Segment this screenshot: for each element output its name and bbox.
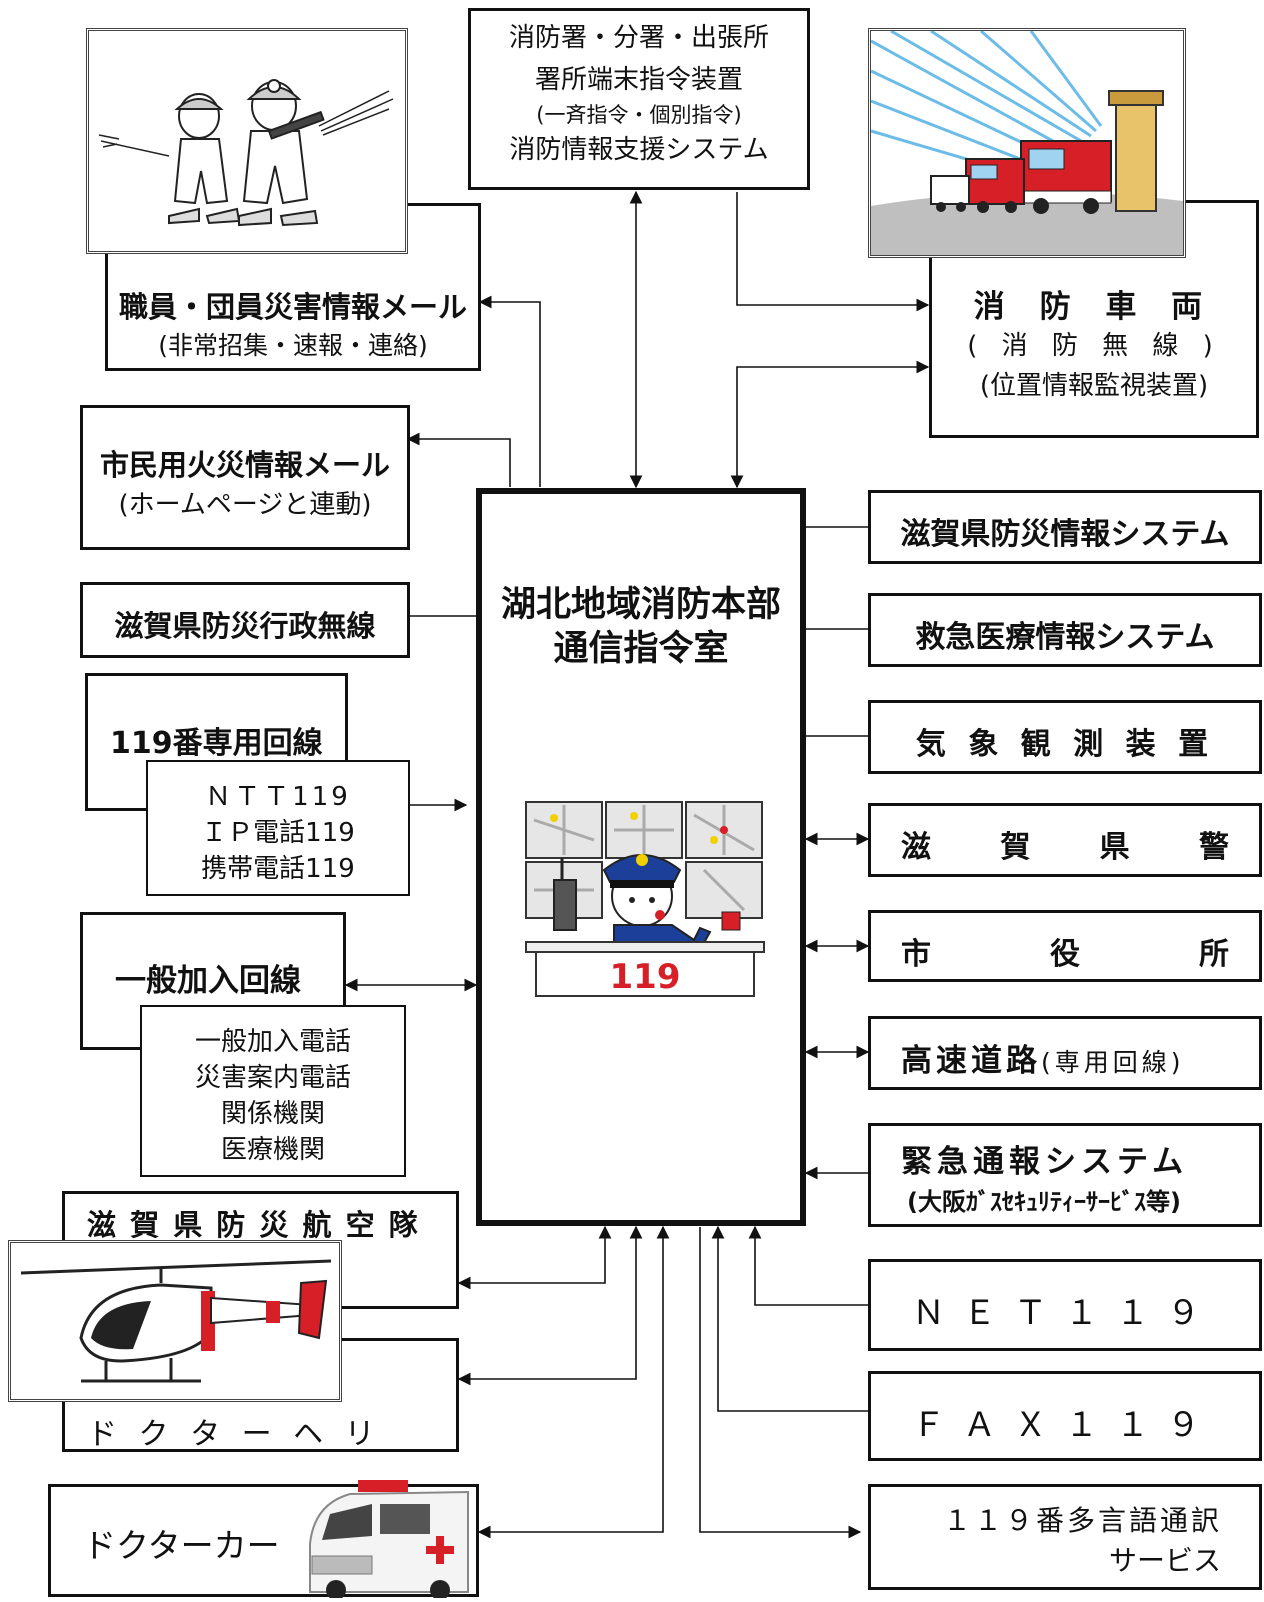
- helicopter-illustration: [8, 1240, 342, 1402]
- dispatcher-icon: 119: [525, 801, 765, 997]
- city-office-char-2: 役: [1050, 937, 1080, 972]
- center-title-line1: 湖北地域消防本部: [500, 585, 781, 625]
- police-char-1: 滋: [901, 830, 931, 865]
- vehicles-sub2: (位置情報監視装置): [979, 371, 1209, 401]
- expressway-sub: (専用回線): [1041, 1048, 1185, 1077]
- ambulance-icon: [309, 1480, 469, 1600]
- weather-observation-box: 気 象 観 測 装 置: [868, 700, 1262, 774]
- staff-mail-title: 職員・団員災害情報メール: [118, 290, 467, 324]
- link-doctor-heli: [457, 1225, 643, 1386]
- link-staff-mail: [478, 295, 541, 487]
- line-119-items-box: ＮＴＴ119 ＩＰ電話119 携帯電話119: [146, 760, 410, 896]
- link-doctor-car: [477, 1225, 670, 1539]
- console-119-label: 119: [610, 957, 681, 997]
- city-office-label: 市 役 所: [901, 929, 1229, 973]
- center-title-line2: 通信指令室: [553, 629, 729, 669]
- admin-radio-box: 滋賀県防災行政無線: [80, 582, 410, 658]
- firefighters-icon: [98, 79, 394, 227]
- police-char-2: 賀: [1000, 830, 1031, 865]
- expressway-box: 高速道路(専用回線): [868, 1016, 1262, 1090]
- fax119-box: ＦＡＸ１１９: [868, 1371, 1262, 1461]
- disaster-info-system-box: 滋賀県防災情報システム: [868, 490, 1262, 564]
- general-line-item-4: 医療機関: [220, 1135, 325, 1165]
- ambulance-illustration: [300, 1474, 472, 1600]
- multilang-line2: サービス: [1108, 1544, 1221, 1577]
- doctor-heli-title: ド ク タ ー ヘ リ: [87, 1417, 381, 1452]
- line-119-item-ip: ＩＰ電話119: [201, 818, 355, 848]
- general-line-items-box: 一般加入電話 災害案内電話 関係機関 医療機関: [140, 1005, 406, 1177]
- city-office-box: 市 役 所: [868, 910, 1262, 982]
- police-label: 滋 賀 県 警: [901, 822, 1229, 866]
- police-char-3: 県: [1099, 830, 1130, 865]
- city-office-char-3: 所: [1199, 937, 1229, 972]
- doctor-car-title: ドクターカー: [83, 1526, 280, 1565]
- admin-radio-title: 滋賀県防災行政無線: [114, 609, 376, 643]
- emergency-report-system-box: 緊急通報システム (大阪ｶﾞｽｾｷｭﾘﾃｨｰｻｰﾋﾞｽ等): [868, 1123, 1262, 1227]
- line-119-item-mobile: 携帯電話119: [201, 854, 355, 884]
- citizen-mail-sub: (ホームページと連動): [118, 490, 372, 520]
- multilang-service-box: １１９番多言語通訳 サービス: [868, 1484, 1262, 1590]
- top-box-line3: (一斉指令・個別指令): [536, 103, 742, 127]
- emergency-report-sub: (大阪ｶﾞｽｾｷｭﾘﾃｨｰｻｰﾋﾞｽ等): [907, 1188, 1181, 1216]
- expressway-main: 高速道路: [901, 1043, 1041, 1079]
- link-fax119: [711, 1225, 868, 1412]
- fire-trucks-icon: [871, 31, 1183, 255]
- citizen-mail-box: 市民用火災情報メール (ホームページと連動): [80, 405, 410, 550]
- link-citizen-mail: [406, 432, 511, 487]
- general-line-item-1: 一般加入電話: [194, 1027, 351, 1057]
- emergency-medical-system-box: 救急医療情報システム: [868, 593, 1262, 667]
- general-line-item-2: 災害案内電話: [194, 1063, 351, 1093]
- fire-station-dispatch-box: 消防署・分署・出張所 署所端末指令装置 (一斉指令・個別指令) 消防情報支援シス…: [468, 8, 810, 190]
- disaster-info-label: 滋賀県防災情報システム: [900, 517, 1230, 552]
- general-line-title: 一般加入回線: [115, 963, 301, 999]
- multilang-line1: １１９番多言語通訳: [943, 1504, 1223, 1537]
- vehicles-sub1: ( 消 防 無 線 ): [967, 331, 1221, 361]
- weather-label: 気 象 観 測 装 置: [915, 727, 1215, 762]
- dispatcher-illustration: 119: [524, 800, 766, 1000]
- line-119-item-ntt: ＮＴＴ119: [205, 782, 351, 812]
- emergency-medical-label: 救急医療情報システム: [915, 620, 1215, 655]
- link-multilang: [699, 1227, 862, 1539]
- air-corps-title: 滋 賀 県 防 災 航 空 隊: [87, 1208, 420, 1242]
- citizen-mail-title: 市民用火災情報メール: [99, 448, 390, 482]
- net119-label: ＮＥＴ１１９: [912, 1293, 1218, 1332]
- top-box-line4: 消防情報支援システム: [509, 135, 769, 165]
- line-119-title: 119番専用回線: [110, 726, 323, 761]
- vehicles-title: 消 防 車 両: [973, 289, 1215, 325]
- staff-mail-sub: (非常招集・速報・連絡): [158, 331, 428, 360]
- emergency-report-label: 緊急通報システム: [901, 1144, 1189, 1180]
- net119-box: ＮＥＴ１１９: [868, 1259, 1262, 1351]
- fax119-label: ＦＡＸ１１９: [912, 1405, 1218, 1444]
- general-line-item-3: 関係機関: [220, 1099, 325, 1129]
- link-net119: [748, 1225, 868, 1306]
- dispatch-center-box: 湖北地域消防本部 通信指令室: [476, 488, 806, 1226]
- expressway-label: 高速道路(専用回線): [901, 1035, 1185, 1080]
- link-vehicles-center: [730, 360, 930, 489]
- firefighters-illustration: [86, 28, 408, 254]
- link-top-vehicles: [736, 192, 930, 312]
- fire-trucks-illustration: [868, 28, 1186, 258]
- top-box-line1: 消防署・分署・出張所: [508, 23, 769, 53]
- top-box-line2: 署所端末指令装置: [534, 65, 743, 95]
- city-office-char-1: 市: [901, 937, 931, 972]
- police-box: 滋 賀 県 警: [868, 803, 1262, 877]
- link-air-corps: [457, 1225, 612, 1290]
- helicopter-icon: [20, 1259, 332, 1383]
- police-char-4: 警: [1198, 830, 1229, 865]
